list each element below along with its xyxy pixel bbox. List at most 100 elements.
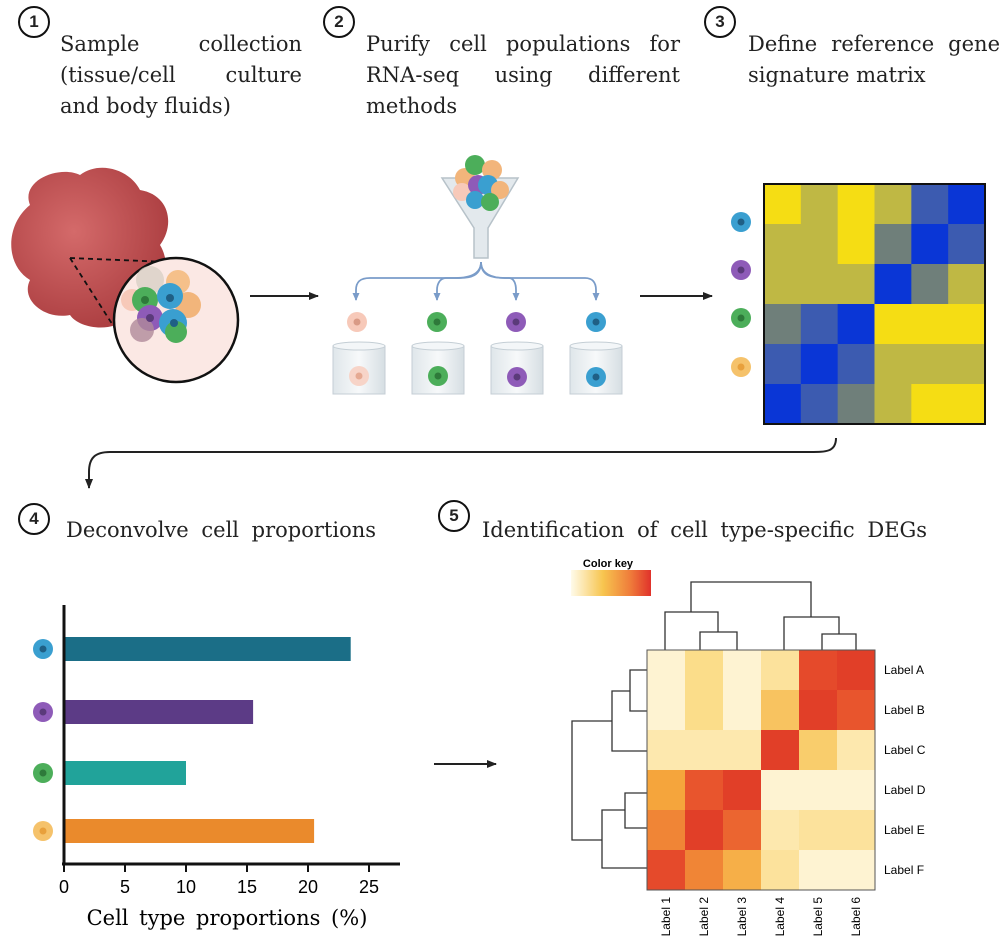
signature-cell [837,384,875,425]
heatmap-row-label: Label F [884,863,924,877]
signature-cell [911,304,949,345]
heatmap-col-label: Label 3 [735,897,749,937]
deg-heatmap [647,650,876,891]
color-key-gradient [571,570,651,596]
step-1-badge: 1 [18,6,50,38]
heatmap-row-label: Label C [884,743,926,757]
signature-cell [800,264,839,305]
signature-cell [874,184,912,225]
row-dendrogram [571,669,647,869]
signature-cell [874,264,912,305]
bar [64,819,315,843]
signature-cell [800,224,839,265]
x-tick-label: 25 [359,877,379,897]
deg-heatmap-border [646,649,876,891]
x-axis-label: Cell type proportions (%) [87,906,368,930]
step-5-text: Identification of cell type-specific DEG… [482,518,928,542]
x-tick-label: 10 [176,877,196,897]
signature-cell [837,264,875,305]
zoom-line [69,257,169,263]
signature-cell [911,184,949,225]
signature-matrix-border [763,183,986,425]
signature-cell [764,344,802,385]
test-tubes [332,341,623,395]
heatmap-cell [685,810,724,851]
step-2-badge: 2 [323,6,355,38]
heatmap-cell [837,850,876,891]
signature-cell [800,184,839,225]
heatmap-cell [723,850,762,891]
x-tick-label: 15 [237,877,257,897]
x-tick-label: 0 [59,877,69,897]
step-3-text: Define reference gene signature matrix [748,32,1000,87]
heatmap-cell [837,690,876,731]
color-key: Color key [571,558,651,596]
heatmap-cell [685,690,724,731]
signature-cell [948,344,986,385]
heatmap-col-label: Label 1 [659,897,673,937]
heatmap-cell [685,850,724,891]
bar [64,700,254,724]
heatmap-col-label: Label 2 [697,897,711,937]
heatmap-cell [837,810,876,851]
sorted-cells [347,312,606,332]
heatmap-cell [723,770,762,811]
signature-cell [911,224,949,265]
step-4-text: Deconvolve cell proportions [66,518,377,542]
heatmap-cell [723,810,762,851]
heatmap-cell [647,770,686,811]
distribution-arrows [352,261,600,301]
signature-cell [874,344,912,385]
heatmap-cell [723,690,762,731]
signature-cell [837,184,875,225]
cell-cluster-icon [121,266,201,343]
step-2-text: Purify cell populations for RNA-seq usin… [366,32,680,118]
column-dendrogram [664,581,857,650]
bar [64,637,351,661]
heatmap-cell [647,850,686,891]
signature-cell [948,384,986,425]
bar-series [64,637,351,843]
signature-cell [948,304,986,345]
signature-cell [800,304,839,345]
heatmap-row-label: Label D [884,783,926,797]
signature-cell [764,264,802,305]
heatmap-cell [799,850,838,891]
step-3-badge: 3 [704,6,736,38]
heatmap-cell [837,730,876,771]
heatmap-cell [837,650,876,691]
heatmap-cell [647,730,686,771]
heatmap-cell [799,770,838,811]
flow-arrow-return [85,437,837,489]
step-1-text: Sample collection (tissue/cell culture a… [60,32,302,118]
color-key-label: Color key [583,558,634,570]
signature-cell [800,344,839,385]
heatmap-cell [723,650,762,691]
heatmap-cell [685,730,724,771]
heatmap-col-label: Label 4 [773,897,787,937]
heatmap-row-label: Label E [884,823,925,837]
heatmap-cell [799,730,838,771]
signature-cell [874,304,912,345]
signature-cell [764,184,802,225]
heatmap-row-label: Label A [884,663,924,677]
heatmap-cell [799,690,838,731]
heatmap-cell [685,770,724,811]
heatmap-cell [761,850,800,891]
signature-cell [911,344,949,385]
heatmap-cell [723,730,762,771]
signature-cell [800,384,839,425]
signature-matrix-heatmap [764,184,986,425]
signature-cell [837,344,875,385]
heatmap-cell [761,770,800,811]
heatmap-cell [761,690,800,731]
heatmap-cell [647,810,686,851]
heatmap-cell [647,650,686,691]
x-tick-label: 5 [120,877,130,897]
signature-cell [764,224,802,265]
